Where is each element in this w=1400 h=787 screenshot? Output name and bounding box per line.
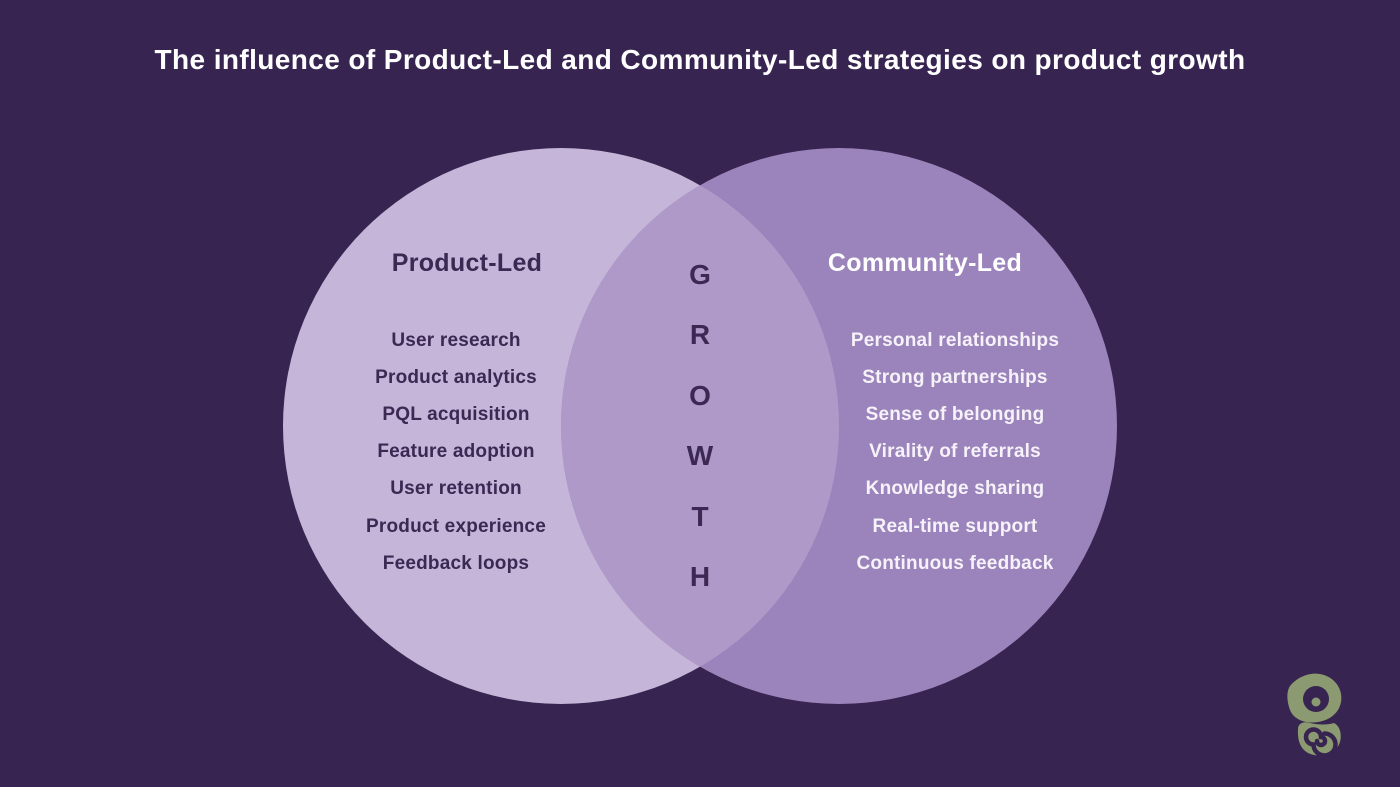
community-led-list-item: Continuous feedback [856, 552, 1054, 574]
growth-letter: W [686, 440, 714, 472]
product-led-list-item: Product experience [366, 515, 546, 537]
community-led-list-item: Real-time support [872, 515, 1038, 537]
product-led-list-item: Product analytics [375, 366, 537, 388]
product-led-list-item: Feature adoption [377, 441, 535, 463]
product-led-list-item: User retention [390, 478, 522, 500]
product-led-list-item: User research [391, 329, 521, 351]
product-led-list-item: Feedback loops [382, 552, 530, 574]
overlap-lens [561, 148, 839, 704]
community-led-list-item: Virality of referrals [869, 441, 1041, 463]
page-title: The influence of Product-Led and Communi… [154, 44, 1246, 75]
growth-letter: G [689, 259, 711, 290]
product-led-list-item: PQL acquisition [382, 403, 530, 425]
chameleon-icon [1287, 673, 1342, 756]
growth-letter: H [689, 560, 711, 592]
community-led-heading: Community-Led [827, 249, 1023, 277]
community-led-list-item: Sense of belonging [865, 403, 1045, 425]
community-led-list-item: Knowledge sharing [865, 478, 1045, 500]
growth-letter: O [689, 379, 711, 411]
community-led-list-item: Strong partnerships [862, 366, 1048, 388]
growth-letter: T [691, 500, 709, 532]
community-led-list-item: Personal relationships [850, 329, 1060, 351]
product-led-heading: Product-Led [391, 249, 543, 277]
growth-letter: R [689, 319, 711, 351]
